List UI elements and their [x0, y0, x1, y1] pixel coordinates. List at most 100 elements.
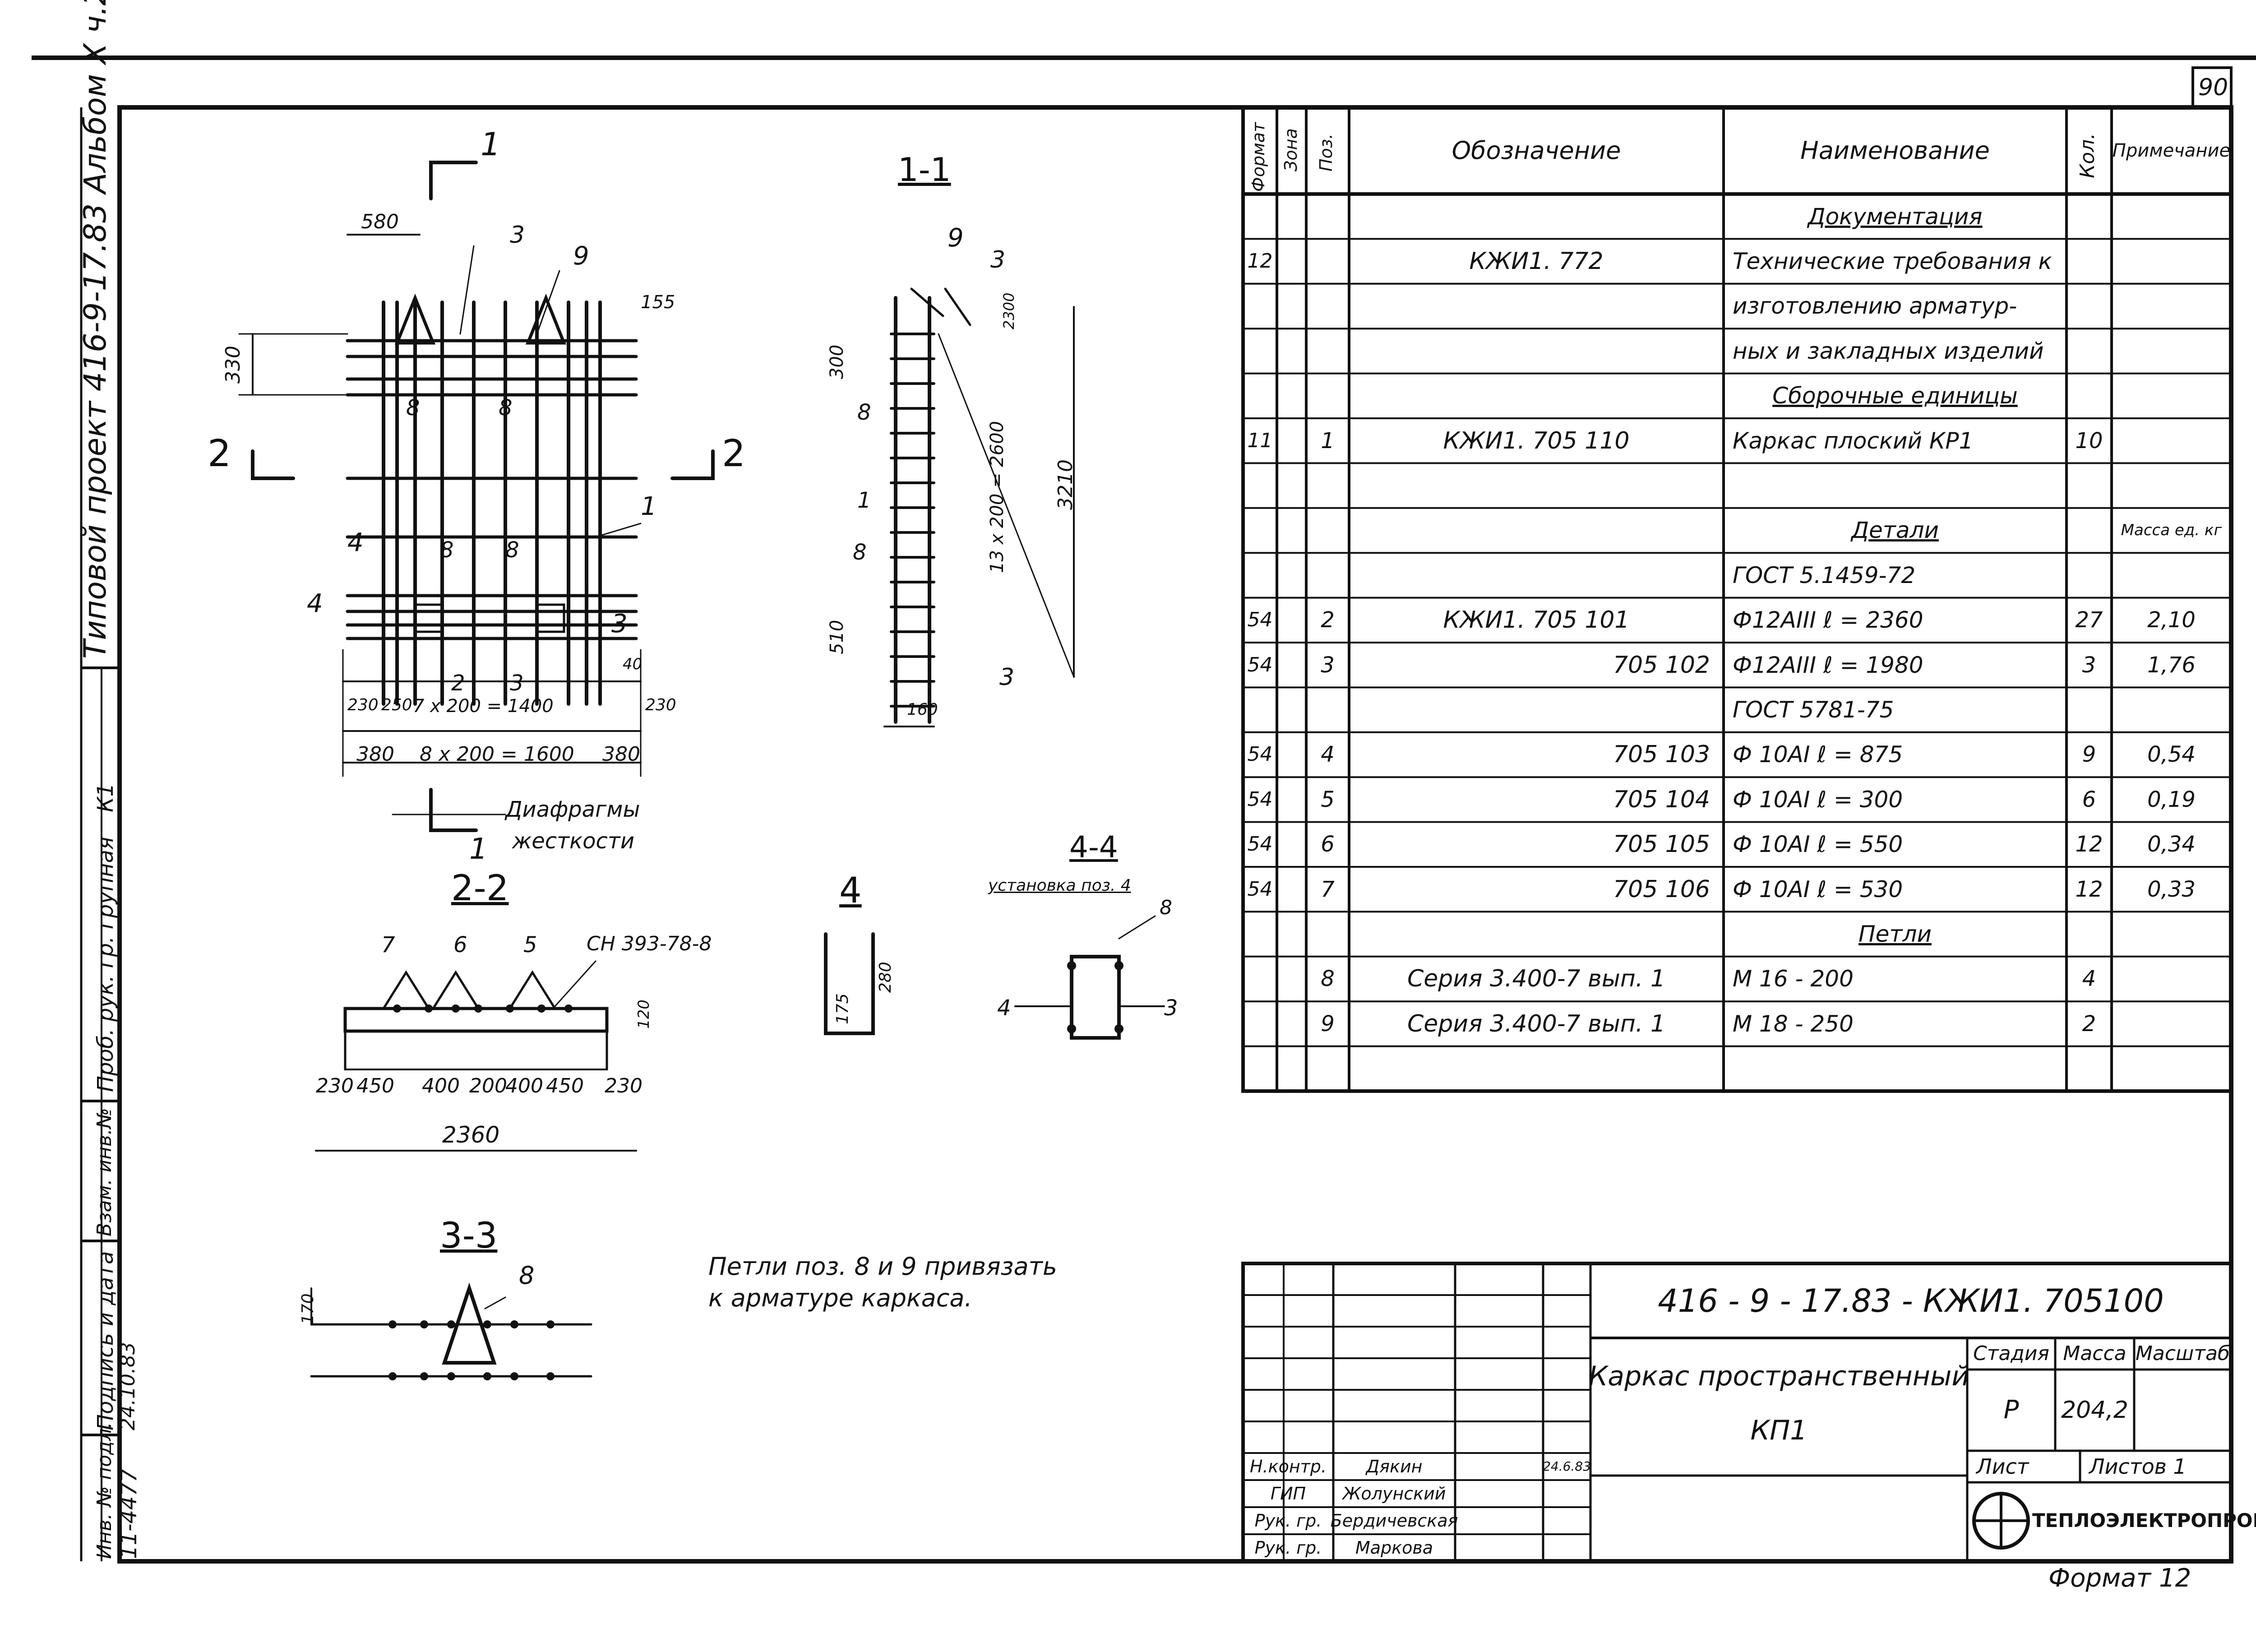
dim-170: 170 [299, 1293, 317, 1324]
dim-160: 160 [907, 700, 938, 719]
spec-cell-name: ных и закладных изделий [1733, 338, 2044, 364]
diaphragm-note-1: Диафрагмы [505, 797, 640, 822]
spec-cell-format: 54 [1247, 743, 1273, 766]
dim-175: 175 [833, 993, 852, 1024]
sec-1-mark-bottom: 1 [469, 833, 488, 866]
spec-cell-format: 54 [1247, 877, 1273, 901]
position-label: 6 [453, 932, 467, 958]
spec-cell-pos: 8 [1321, 966, 1335, 992]
spec-cell-note: 2,10 [2147, 607, 2196, 633]
spec-cell-pos [1306, 1046, 1349, 1091]
signer-sign [1455, 1480, 1543, 1507]
spec-cell-designation: КЖИ1. 772 [1469, 248, 1604, 275]
dim-2300: 2300 [1000, 292, 1017, 329]
spec-cell-note: Масса ед. кг [2121, 521, 2222, 540]
org-logo [1969, 1489, 2033, 1552]
view-2-2-title: 2-2 [451, 868, 509, 909]
spec-cell-note: 0,54 [2147, 742, 2196, 768]
dim-7x200: 7 x 200 = 1400 [413, 696, 554, 717]
dim-510: 510 [827, 620, 847, 654]
signer-sign [1455, 1453, 1543, 1480]
note-line-2: к арматуре каркаса. [708, 1284, 972, 1312]
sheet-label: Лист [1976, 1454, 2029, 1479]
scale-label: Масштаб [2135, 1342, 2230, 1365]
dim-40: 40 [623, 655, 643, 673]
spec-cell-pos: 2 [1321, 607, 1335, 633]
spec-cell-designation [1349, 194, 1724, 239]
spec-cell-name: Ф 10АI ℓ = 530 [1733, 876, 1903, 902]
spec-cell-pos: 1 [1321, 428, 1335, 453]
spec-cell-name: изготовлению арматур- [1733, 293, 2017, 319]
view-4-4-subtitle: установка поз. 4 [988, 876, 1131, 895]
signer-sign [1455, 1507, 1543, 1534]
spec-cell-qty: 10 [2075, 428, 2103, 453]
spec-cell-pos [1306, 284, 1349, 329]
spec-cell-qty: 27 [2075, 607, 2103, 633]
spec-cell-qty [2066, 284, 2112, 329]
spec-cell-note [2112, 912, 2231, 956]
spec-cell-pos: 3 [1321, 652, 1335, 678]
position-label: 9 [573, 241, 589, 271]
spec-cell-note [2112, 418, 2231, 463]
spec-cell-name: Технические требования к [1733, 248, 2052, 275]
position-label: 3 [510, 222, 525, 249]
position-label: 4 [997, 995, 1011, 1021]
spec-cell-format [1243, 329, 1277, 373]
spec-cell-pos [1306, 553, 1349, 597]
position-label: 8 [857, 400, 871, 425]
spec-cell-format [1243, 957, 1277, 1001]
spec-cell-format [1243, 463, 1277, 508]
dim-22-3: 200 [469, 1074, 507, 1097]
position-label: 8 [853, 540, 867, 565]
signer-date: 24.6.83 [1543, 1459, 1591, 1474]
spec-cell-format [1243, 284, 1277, 329]
spec-cell-format: 54 [1247, 833, 1273, 856]
spec-cell-designation: 705 106 [1613, 875, 1710, 903]
view-4-4-title: 4-4 [1069, 830, 1118, 865]
dim-3210: 3210 [1054, 459, 1077, 510]
spec-cell-pos [1306, 687, 1349, 732]
spec-cell-note [2112, 329, 2231, 373]
spec-cell-designation [1349, 912, 1724, 956]
position-label: 3 [999, 664, 1015, 691]
spec-cell-qty [2066, 912, 2112, 956]
mass-label: Масса [2063, 1342, 2127, 1365]
spec-cell-designation: КЖИ1. 705 101 [1443, 606, 1630, 634]
position-label: 8 [406, 395, 420, 421]
spec-cell-pos [1306, 508, 1349, 553]
dim-230a: 230 [347, 696, 379, 714]
position-label: 9 [948, 223, 964, 253]
signer-name: Дякин [1366, 1457, 1423, 1476]
format-label: Формат 12 [2048, 1564, 2191, 1593]
position-label: 3 [990, 246, 1006, 273]
spec-cell-format [1243, 194, 1277, 239]
spec-cell-qty [2066, 508, 2112, 553]
spec-cell-designation [1349, 374, 1724, 418]
spec-cell-pos [1306, 463, 1349, 508]
position-label: 8 [505, 537, 519, 563]
dim-22-2: 400 [422, 1074, 460, 1097]
spec-cell-name: Петли [1858, 921, 1932, 948]
spec-cell-qty: 4 [2082, 966, 2096, 992]
spec-cell-designation: 705 102 [1613, 651, 1710, 679]
spec-cell-name: Каркас плоский КР1 [1733, 427, 1974, 454]
stage-label: Стадия [1973, 1342, 2049, 1365]
dim-22-0: 230 [316, 1074, 354, 1097]
spec-cell-qty [2066, 1046, 2112, 1091]
dim-280: 280 [876, 962, 895, 993]
dim-15x200: 13 x 200 = 2600 [987, 421, 1008, 573]
spec-cell-pos [1306, 329, 1349, 373]
spec-cell-format [1243, 912, 1277, 956]
dim-22-5: 450 [546, 1074, 584, 1097]
spec-cell-designation: Серия 3.400-7 вып. 1 [1407, 1010, 1665, 1037]
position-label: 8 [499, 395, 513, 421]
spec-cell-pos: 9 [1321, 1011, 1335, 1037]
spec-cell-pos [1306, 374, 1349, 418]
spec-cell-qty: 2 [2082, 1011, 2096, 1037]
doc-title-line2: КП1 [1750, 1415, 1808, 1446]
sn-reference: СН 393-78-8 [587, 932, 712, 955]
header-pos: Поз. [1316, 133, 1336, 171]
dim-580: 580 [361, 210, 399, 233]
page-number: 90 [2198, 74, 2228, 101]
position-label: 1 [857, 488, 871, 513]
